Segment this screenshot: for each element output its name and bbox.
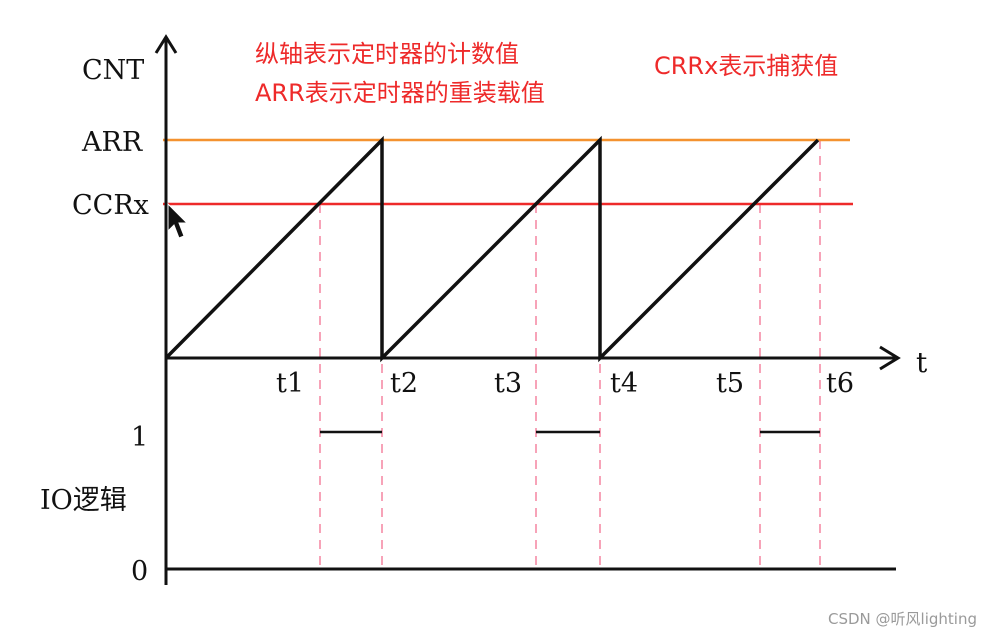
label-io-logic: IO逻辑: [40, 485, 127, 516]
time-tick-label: t6: [826, 368, 854, 399]
watermark: CSDN @听风lighting: [828, 610, 977, 628]
y-axis-arrow: [154, 34, 178, 54]
annotation-arr: ARR表示定时器的重装载值: [255, 79, 545, 107]
axes: [154, 34, 901, 585]
label-cnt: CNT: [82, 55, 144, 86]
label-ccrx: CCRx: [72, 190, 149, 221]
t-axis-arrow: [879, 345, 901, 371]
time-tick-label: t3: [494, 368, 522, 399]
time-tick-label: t5: [716, 368, 744, 399]
label-arr: ARR: [81, 127, 143, 158]
counter-sawtooth: [164, 135, 820, 363]
time-tick-label: t1: [276, 368, 304, 399]
annotation-vertical-axis: 纵轴表示定时器的计数值: [255, 40, 519, 68]
mouse-cursor-icon: [167, 202, 189, 239]
time-tick-labels: t1 t2 t3 t4 t5 t6: [276, 368, 854, 399]
time-tick-label: t2: [390, 368, 418, 399]
label-io-low: 0: [131, 556, 148, 587]
time-tick-label: t4: [610, 368, 638, 399]
label-t-axis: t: [916, 346, 928, 379]
annotation-ccrx: CRRx表示捕获值: [654, 52, 838, 80]
label-io-high: 1: [131, 422, 148, 453]
